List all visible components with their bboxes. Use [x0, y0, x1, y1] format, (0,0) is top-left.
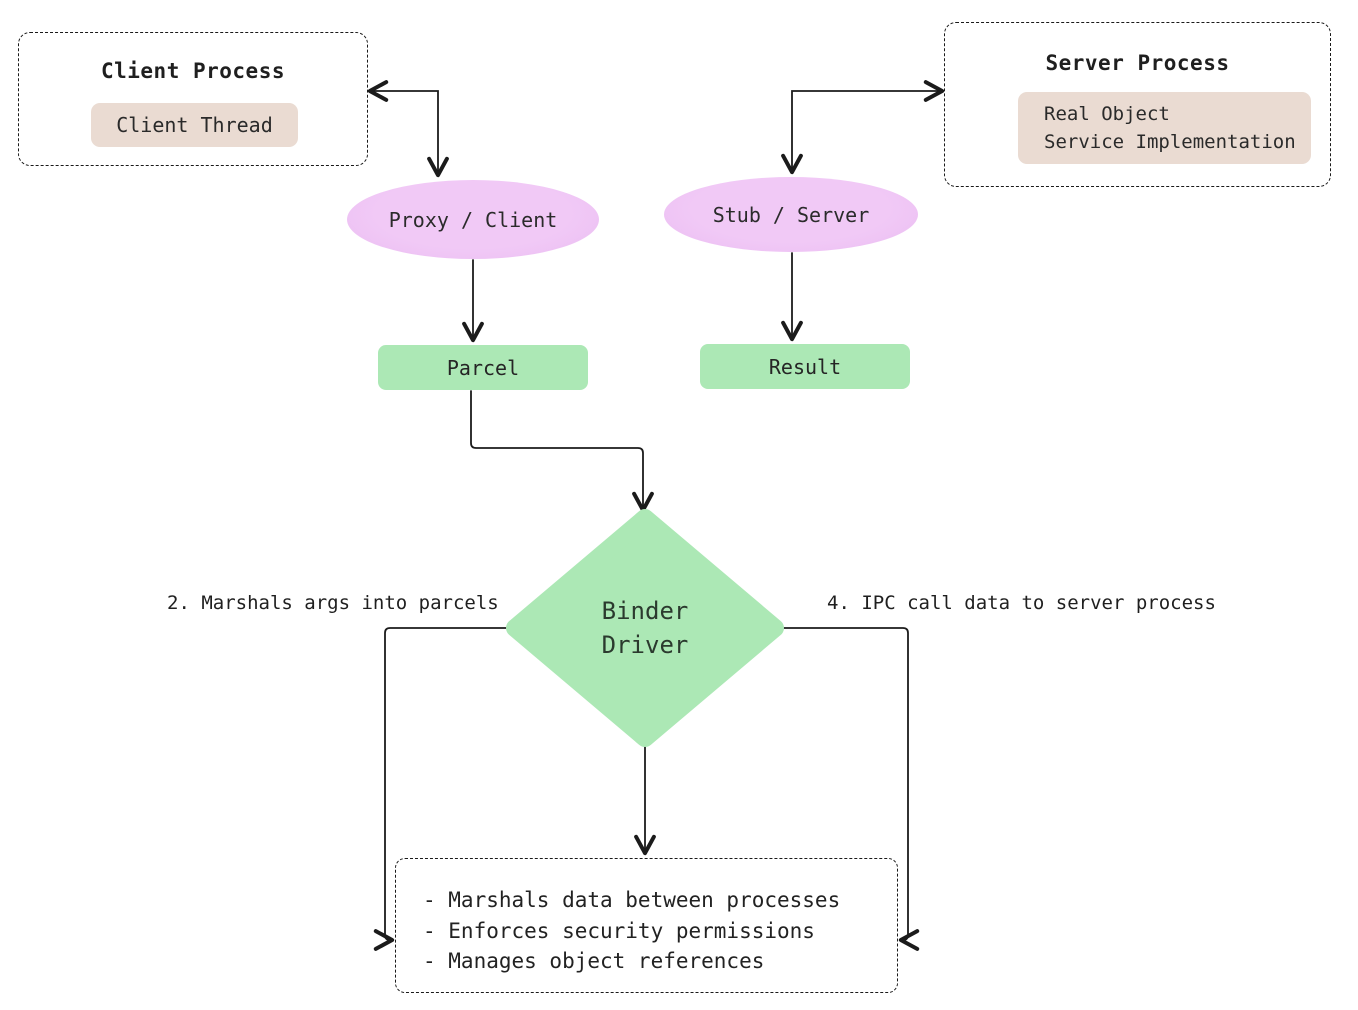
note-item: - Enforces security permissions [423, 918, 815, 943]
server-process-box: Server Process Real Object Service Imple… [944, 22, 1331, 187]
binder-driver-notes-box: - Marshals data between processes - Enfo… [395, 858, 898, 993]
client-thread-node: Client Thread [91, 103, 298, 147]
client-process-box: Client Process Client Thread [18, 32, 368, 166]
server-process-title: Server Process [1045, 51, 1230, 75]
proxy-client-node: Proxy / Client [347, 180, 599, 259]
note-item: - Manages object references [423, 949, 765, 973]
annotation-step2: 2. Marshals args into parcels [167, 592, 499, 614]
note-item: - Marshals data between processes [423, 888, 841, 912]
arrow-parcel-binder [470, 390, 654, 513]
real-object-line1: Real Object [1044, 103, 1170, 125]
client-process-title: Client Process [100, 59, 285, 83]
binder-driver-diamond [506, 509, 784, 747]
annotation-step4: 4. IPC call data to server process [827, 592, 1216, 614]
result-node: Result [700, 344, 910, 389]
arrow-serverbox-stub [781, 80, 945, 175]
arrow-clientbox-proxy [367, 80, 449, 178]
parcel-node: Parcel [378, 345, 588, 390]
real-object-line2: Service Implementation [1044, 131, 1296, 153]
real-object-node: Real Object Service Implementation [1018, 92, 1311, 164]
stub-server-node: Stub / Server [664, 177, 918, 252]
